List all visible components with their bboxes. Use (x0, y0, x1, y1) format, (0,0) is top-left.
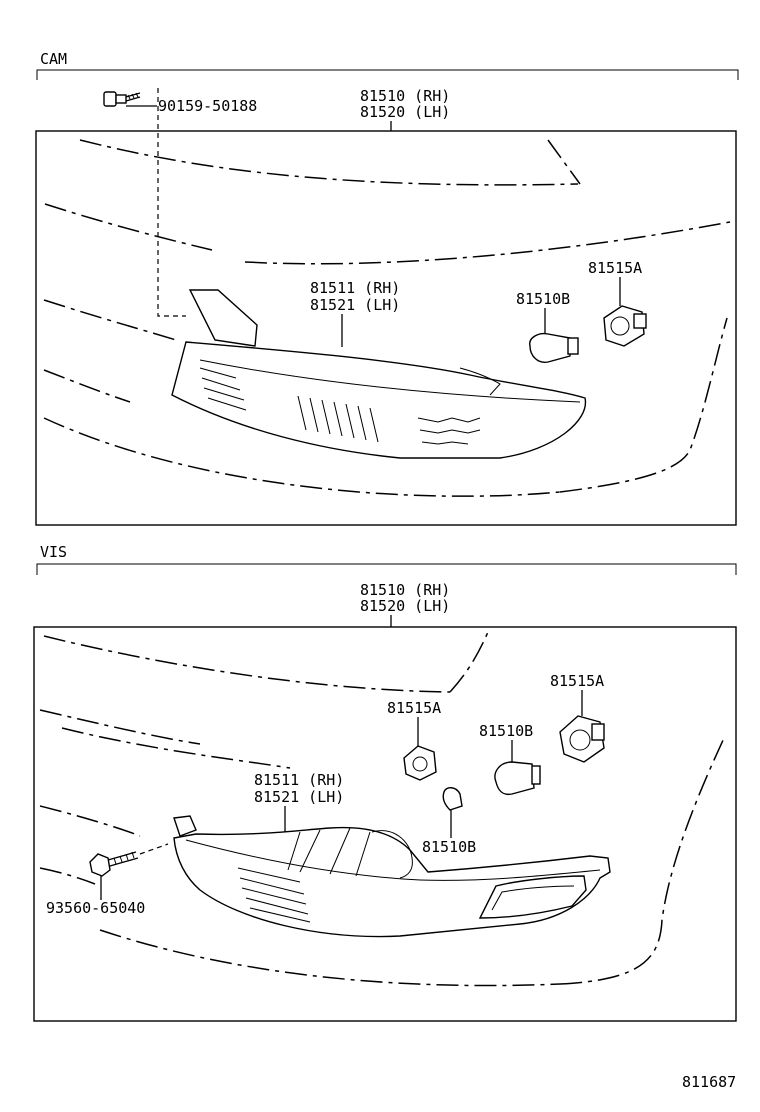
vis-turn-lamp-icon (173, 815, 611, 938)
vis-screw-assembly-line (139, 843, 169, 855)
cam-outer-bracket (36, 69, 739, 80)
cam-lamp-grille-middle (297, 395, 379, 443)
cam-body-contours (43, 139, 731, 497)
vis-assy-lh-label: 81520 (LH) (360, 597, 450, 615)
cam-turn-lamp-icon (171, 289, 587, 459)
cam-assy-lh-label: 81520 (LH) (360, 103, 450, 121)
vis-screw-label: 93560-65040 (46, 899, 145, 917)
cam-frame (35, 130, 737, 526)
cam-lens-lh-label: 81521 (LH) (310, 296, 400, 314)
vis-bulb-lower-label: 81510B (422, 838, 476, 856)
vis-section-title: VIS (40, 543, 67, 561)
vis-bulb-upper-label: 81510B (479, 722, 533, 740)
cam-lamp-grille-right (417, 417, 481, 445)
vis-bulb-upper-icon (494, 761, 541, 796)
vis-socket-left-icon (403, 745, 437, 781)
cam-socket-label: 81515A (588, 259, 642, 277)
vis-lens-lh-label: 81521 (LH) (254, 788, 344, 806)
cam-bulb-icon (529, 332, 579, 363)
vis-socket-right-icon (559, 715, 605, 763)
vis-frame (33, 626, 737, 1022)
cam-lens-rh-label: 81511 (RH) (310, 279, 400, 297)
cam-bolt-icon (103, 91, 141, 107)
cam-bolt-label: 90159-50188 (158, 97, 257, 115)
cam-section: CAM 81510 (RH) 81520 (LH) 90159-50188 (35, 50, 739, 526)
cam-socket-icon (603, 305, 647, 347)
diagram-number: 811687 (682, 1073, 736, 1091)
vis-socket-left-label: 81515A (387, 699, 441, 717)
vis-screw-icon (89, 851, 139, 877)
vis-section: VIS 81510 (RH) 81520 (LH) 81515A 81515A (33, 543, 737, 1022)
cam-lamp-grille-left (199, 367, 247, 411)
vis-lens-rh-label: 81511 (RH) (254, 771, 344, 789)
vis-assy-rh-label: 81510 (RH) (360, 581, 450, 599)
vis-body-contours (39, 631, 725, 987)
vis-lamp-side-marker (478, 875, 587, 919)
cam-bolt-assembly-line (157, 88, 186, 317)
cam-section-title: CAM (40, 50, 67, 68)
vis-socket-right-label: 81515A (550, 672, 604, 690)
vis-outer-bracket (36, 563, 737, 575)
cam-bulb-label: 81510B (516, 290, 570, 308)
cam-assy-rh-label: 81510 (RH) (360, 87, 450, 105)
vis-lamp-grille-left (237, 867, 311, 923)
vis-bulb-lower-icon (442, 787, 463, 811)
